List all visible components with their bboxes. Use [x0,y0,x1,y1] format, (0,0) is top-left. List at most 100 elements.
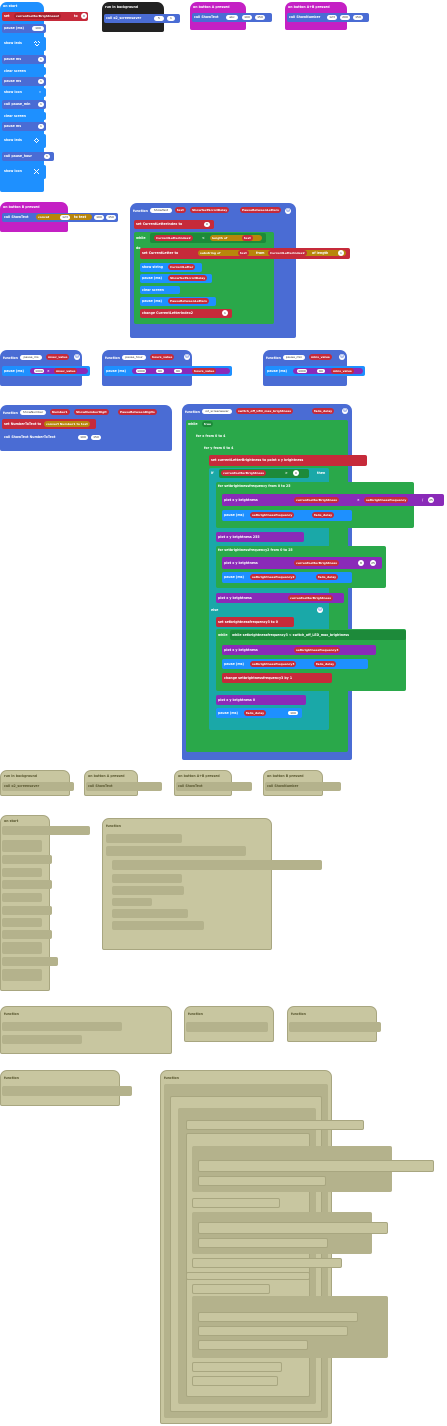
ghost-start-row-10[interactable] [2,957,58,966]
pause-pbl-var[interactable]: PauseBetweenLetters [168,298,209,304]
while-condition[interactable]: CurrentLetterIndex2 < length of text [150,233,266,243]
while-sf3-condition[interactable]: while setbrightnessfrequency3 < switch_o… [230,630,406,640]
length-of-block[interactable]: length of [210,235,262,241]
collapse-icon[interactable]: ⊖ [184,354,190,360]
ghost-call-sn[interactable]: call ShowNumber [265,782,341,791]
ghost-o2-setsf3[interactable] [192,1284,270,1294]
pause-hour-value[interactable]: 1 [44,154,50,159]
substring-text[interactable]: text [238,250,249,256]
param-max-brightness[interactable]: switch_off_LED_max_brightness [236,408,294,414]
ghost-sn-row-1[interactable] [2,1022,122,1031]
showtext-arg2[interactable]: 150 [255,15,265,20]
call-pause-ms-block-3[interactable]: pause ms 1 [2,122,46,131]
clear-screen-block-2[interactable]: clear screen [2,112,46,120]
ghost-start-row-4[interactable] [2,880,52,889]
to-value[interactable]: 0 [81,13,87,19]
call-showtext-block[interactable]: call ShowText abc 100 150 [192,13,272,22]
plot-sf3-var[interactable]: setbrightnessfrequency3 [294,647,341,653]
plot-clb-block[interactable]: plot x y brightness currentLetterBrightn… [216,593,344,603]
function-name[interactable]: pause_ms [20,355,42,360]
ghost-start-row-8[interactable] [2,930,52,939]
plot-div-value[interactable]: 25 [428,497,434,503]
ghost-start-set[interactable] [2,826,90,835]
mins-var[interactable]: mins_value [331,368,354,374]
pause-100-fade[interactable]: fade_delay [244,710,267,716]
pause-sf3-fade[interactable]: fade_delay [314,661,337,667]
substring-length[interactable]: 1 [338,250,344,256]
ghost-start-row-9[interactable] [2,942,42,954]
pause-block[interactable]: pause (ms) 100 [2,24,46,33]
shownumber-arg1[interactable]: 123 [327,15,337,20]
change-by-value[interactable]: 1 [222,310,228,316]
clear-screen-block-3[interactable]: clear screen [140,286,180,294]
ghost-call-st-2[interactable]: call ShowText [176,782,252,791]
call-showtext-ntt-block[interactable]: call ShowText NumberToText 100 150 [2,432,106,442]
collapse-icon[interactable]: ⊖ [285,208,291,214]
param-scroll-delay[interactable]: ShowTextScrollDelay [190,207,230,213]
ghost-start-row-1[interactable] [2,840,42,852]
ghost-o2-plot255[interactable] [192,1198,280,1208]
set-number-to-text-block[interactable]: set NumberToText to convert Number1 to t… [2,419,96,429]
pause-sf3-block[interactable]: pause (ms) setbrightnessfrequency3 fade_… [222,659,368,669]
pause-ms-value[interactable]: 1 [38,124,44,129]
pause-fade2-block[interactable]: pause (ms) setbrightnessfrequency2 fade_… [222,572,352,583]
ghost-st-row-3[interactable] [112,860,322,870]
multiply-block[interactable] [293,368,363,374]
pause-msec-block[interactable]: pause (ms) 1000 × msec_value [2,366,90,376]
pause-100-block[interactable]: pause (ms) fade_delay 100 [216,708,302,718]
function-name[interactable]: o2_screensaver [202,409,232,414]
hour-mult-b[interactable]: 60 [156,369,164,373]
pause-sbf-var[interactable]: setbrightnessfrequency [250,512,295,518]
ghost-o2-plot1[interactable] [198,1160,434,1172]
true-block[interactable]: true [202,421,214,427]
showtext-text[interactable]: abc [226,15,238,20]
pause-mins-block[interactable]: pause (ms) 1000 60 mins_value [265,366,365,376]
ntt-arg2[interactable]: 150 [91,435,101,440]
call-pause-ms-block[interactable]: pause ms 1 [2,55,46,64]
ghost-call-o2[interactable]: call o2_screensaver [2,782,74,791]
o2-arg1[interactable]: 5 [154,16,164,21]
plot-sf2-clb[interactable]: currentLetterBrightness [294,560,340,566]
plot-sf2-block[interactable]: plot x y brightness currentLetterBrightn… [222,557,382,569]
ghost-sn-row-2[interactable] [2,1035,82,1044]
plot-sf2-eight[interactable]: 8 [358,560,364,566]
set-letter-index-block[interactable]: set CurrentLetterIndex to 0 [134,220,214,229]
ghost-pms-row[interactable] [186,1022,268,1032]
ghost-start-row-6[interactable] [2,906,52,915]
min-mult-b[interactable]: 60 [317,369,325,373]
ghost-call-st-1[interactable]: call ShowText [86,782,162,791]
ghost-pmin-row[interactable] [289,1022,381,1032]
pause-value[interactable]: 100 [32,26,44,31]
o2-arg2[interactable]: 1 [167,16,175,21]
pause-100-value[interactable]: 100 [288,711,298,715]
pause-fade-block[interactable]: pause (ms) setbrightnessfrequency fade_d… [222,510,352,521]
else-collapse-icon[interactable]: ⊖ [317,607,323,613]
collapse-icon[interactable]: ⊖ [342,408,348,414]
icon-dropdown[interactable]: ▾ [36,90,44,95]
plot-bright-block[interactable]: plot x y brightness currentLetterBrightn… [222,494,444,506]
ghost-o2-pause2[interactable] [198,1238,328,1248]
ghost-st-row-2[interactable] [106,846,246,856]
concat-arg2[interactable]: 150 [106,215,116,220]
function-name[interactable]: pause_hour [122,355,146,360]
plot-0-block[interactable]: plot x y brightness 0 [216,695,306,705]
var-dropdown[interactable]: currentLetterBrightness2 [14,13,62,19]
pause-fade2-var[interactable]: fade_delay [316,574,339,580]
ghost-start-row-11[interactable] [2,969,42,981]
clear-screen-block[interactable]: clear screen [2,67,46,75]
ghost-start-row-7[interactable] [2,918,42,927]
ghost-o2-plot4[interactable] [198,1312,358,1322]
pause-hours-block[interactable]: pause (ms) 1000 60 60 hours_value [104,366,232,376]
plot-clb-var[interactable]: currentLetterBrightness [294,497,340,503]
ghost-start-row-2[interactable] [2,855,52,864]
cond-var[interactable]: CurrentLetterIndex2 [154,235,193,241]
plot-sbf-var[interactable]: setbrightnessfrequency [364,497,409,503]
ghost-o2-plot0[interactable] [192,1362,282,1372]
substring-from-var[interactable]: CurrentLetterIndex2 [268,250,307,256]
set-brightness-block[interactable]: set currentLetterBrightness2 to 0 [2,12,88,21]
plot-sf3-block[interactable]: plot x y brightness setbrightnessfrequen… [222,645,376,655]
pause-ms-value[interactable]: 1 [38,79,44,84]
show-icon-block[interactable]: show icon ▾ [2,88,46,97]
ghost-o2-pause100[interactable] [192,1376,278,1386]
ghost-st-row-4[interactable] [112,874,182,883]
